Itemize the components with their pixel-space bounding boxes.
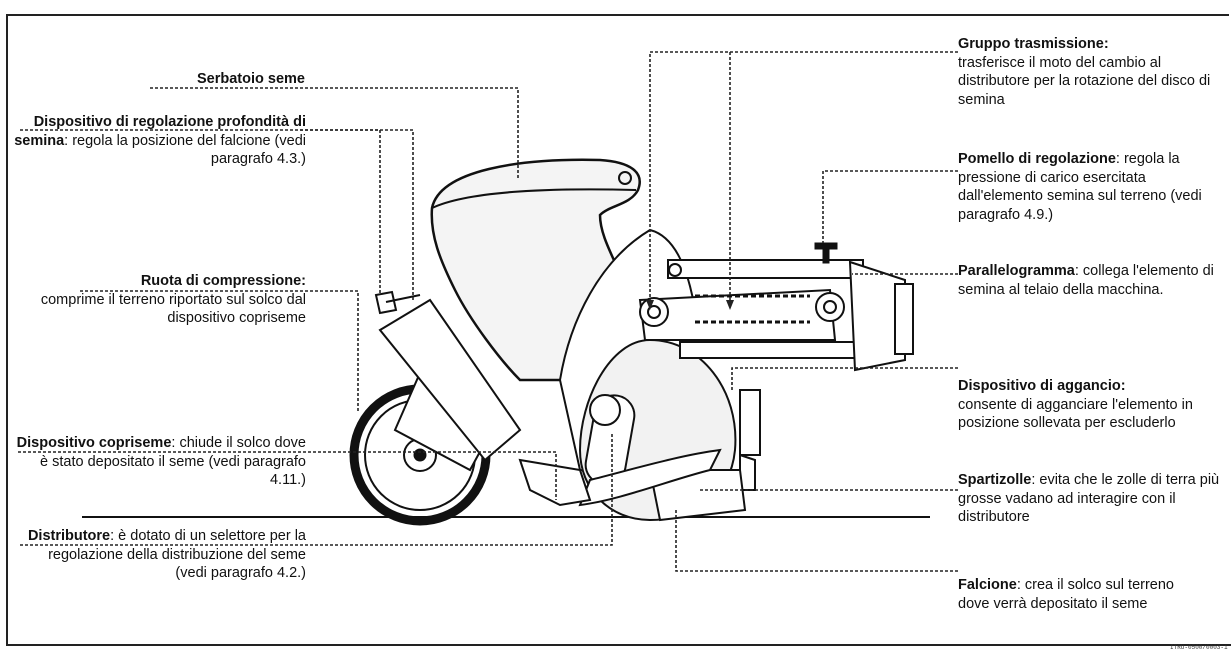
label-title: Dispositivo di aggancio:: [958, 378, 1126, 394]
label-title: Dispositivo copriseme: [16, 435, 172, 451]
label-spartizolle: Spartizolle: evita che le zolle di terra…: [958, 471, 1230, 527]
label-desc: consente di agganciare l'elemento in pos…: [958, 396, 1193, 432]
label-copriseme: Dispositivo copriseme: chiude il solco d…: [14, 434, 306, 490]
transmission-chain: [695, 294, 810, 324]
label-pomello-regolazione: Pomello di regolazione: regola la pressi…: [958, 150, 1230, 224]
label-desc: : regola la posizione del falcione (vedi…: [64, 132, 306, 168]
depth-adjust-handle: [374, 290, 398, 315]
label-title: Spartizolle: [958, 472, 1032, 488]
reference-code: ITRU-0500/0003-1: [1170, 644, 1228, 651]
label-title: Dispositivo di regolazione profondità di…: [14, 114, 306, 149]
label-regolazione-profondita: Dispositivo di regolazione profondità di…: [14, 113, 306, 169]
label-distributore: Distributore: è dotato di un selettore p…: [14, 527, 306, 583]
label-title: Gruppo trasmissione:: [958, 36, 1109, 52]
leader-arrows: [646, 300, 734, 310]
parallelogram-linkage: [638, 259, 914, 372]
diagram-frame-bottom: [6, 644, 1231, 646]
label-parallelogramma: Parallelogramma: collega l'elemento di s…: [958, 262, 1230, 299]
label-desc: trasferisce il moto del cambio al distri…: [958, 54, 1211, 108]
label-title: Ruota di compressione:: [140, 273, 306, 289]
label-aggancio: Dispositivo di aggancio: consente di agg…: [958, 377, 1230, 433]
label-title: Pomello di regolazione: [958, 151, 1116, 167]
label-desc: : evita che le zolle di terra più grosse…: [958, 472, 1220, 525]
hitch-device: [739, 389, 761, 491]
pressure-knob: [814, 242, 838, 264]
label-serbatoio-seme: Serbatoio seme: [120, 70, 305, 89]
seed-covering-device: [518, 458, 592, 507]
label-ruota-compressione: Ruota di compressione: comprime il terre…: [14, 272, 306, 328]
label-title: Parallelogramma: [958, 263, 1075, 279]
label-desc: : chiude il solco dove è stato depositat…: [40, 435, 306, 488]
label-falcione: Falcione: crea il solco sul terreno dove…: [958, 576, 1203, 613]
leader-lines: [18, 51, 958, 572]
label-desc: : crea il solco sul terreno dove verrà d…: [958, 577, 1174, 612]
label-title: Serbatoio seme: [197, 71, 305, 87]
label-desc: : regola la pressione di carico esercita…: [958, 151, 1202, 223]
label-gruppo-trasmissione: Gruppo trasmissione: trasferisce il moto…: [958, 35, 1230, 109]
label-desc: : collega l'elemento di semina al telaio…: [958, 263, 1214, 298]
label-desc: : è dotato di un selettore per la regola…: [48, 528, 306, 581]
label-title: Distributore: [27, 528, 111, 544]
clod-remover: [578, 448, 722, 507]
label-title: Falcione: [958, 577, 1017, 593]
diagram-frame: [6, 14, 1229, 646]
label-desc: comprime il terreno riportato sul solco …: [40, 291, 306, 327]
